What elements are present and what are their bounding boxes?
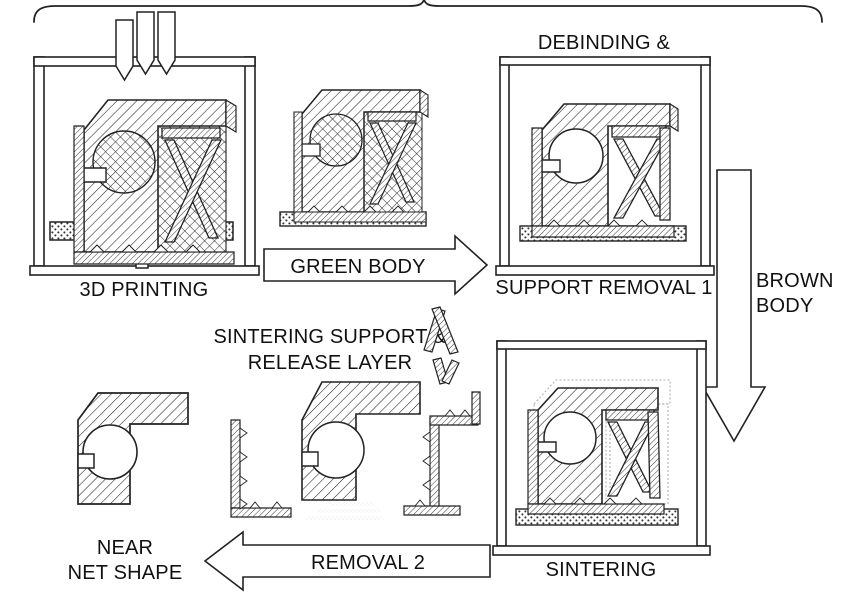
debinding-chamber xyxy=(495,56,715,276)
annotation-line1: SINTERING SUPPORT & xyxy=(213,326,447,348)
detached-support-left xyxy=(230,419,292,518)
stage-label-near-net-line1: NEAR xyxy=(97,537,153,559)
part-with-sintering-support xyxy=(301,381,421,501)
stage-label-near-net-line2: NET SHAPE xyxy=(68,562,183,584)
printed-green-body xyxy=(73,98,237,265)
annotation-sintering-support: SINTERING SUPPORT & RELEASE LAYER xyxy=(213,326,447,374)
top-brace xyxy=(33,0,823,23)
stage-debinding-support-removal: DEBINDING & xyxy=(495,32,715,299)
release-layer-marks xyxy=(306,502,384,520)
transition-label-brown-body-line2: BODY xyxy=(756,295,813,317)
stage-3d-printing: 3D PRINTING xyxy=(29,11,260,301)
transition-removal-2: REMOVAL 2 xyxy=(203,530,491,592)
stage-sintering: SINTERING xyxy=(492,340,711,581)
transition-brown-body: BROWN BODY xyxy=(701,169,834,443)
annotation-line2: RELEASE LAYER xyxy=(248,352,413,374)
transition-label-green-body: GREEN BODY xyxy=(290,256,425,278)
near-net-shape-part xyxy=(77,392,189,505)
stage-label-3d-printing: 3D PRINTING xyxy=(80,279,209,301)
transition-label-brown-body-line1: BROWN xyxy=(756,270,834,292)
stage-label-debinding: DEBINDING & xyxy=(538,32,671,54)
transition-label-removal-2: REMOVAL 2 xyxy=(311,552,425,574)
stage-label-sintering: SINTERING xyxy=(546,559,657,581)
sintering-furnace xyxy=(492,340,711,556)
stage-near-net-shape: NEAR NET SHAPE xyxy=(68,392,189,584)
removed-support-struts xyxy=(423,306,460,385)
brown-body-specimen xyxy=(519,102,687,242)
printhead-nozzles xyxy=(115,11,176,82)
stage-label-support-removal-1: SUPPORT REMOVAL 1 xyxy=(495,277,712,299)
green-body-specimen xyxy=(279,89,429,227)
transition-green-body: GREEN BODY xyxy=(263,234,489,296)
sintered-body-specimen xyxy=(515,379,679,526)
detached-support-right xyxy=(403,391,481,516)
